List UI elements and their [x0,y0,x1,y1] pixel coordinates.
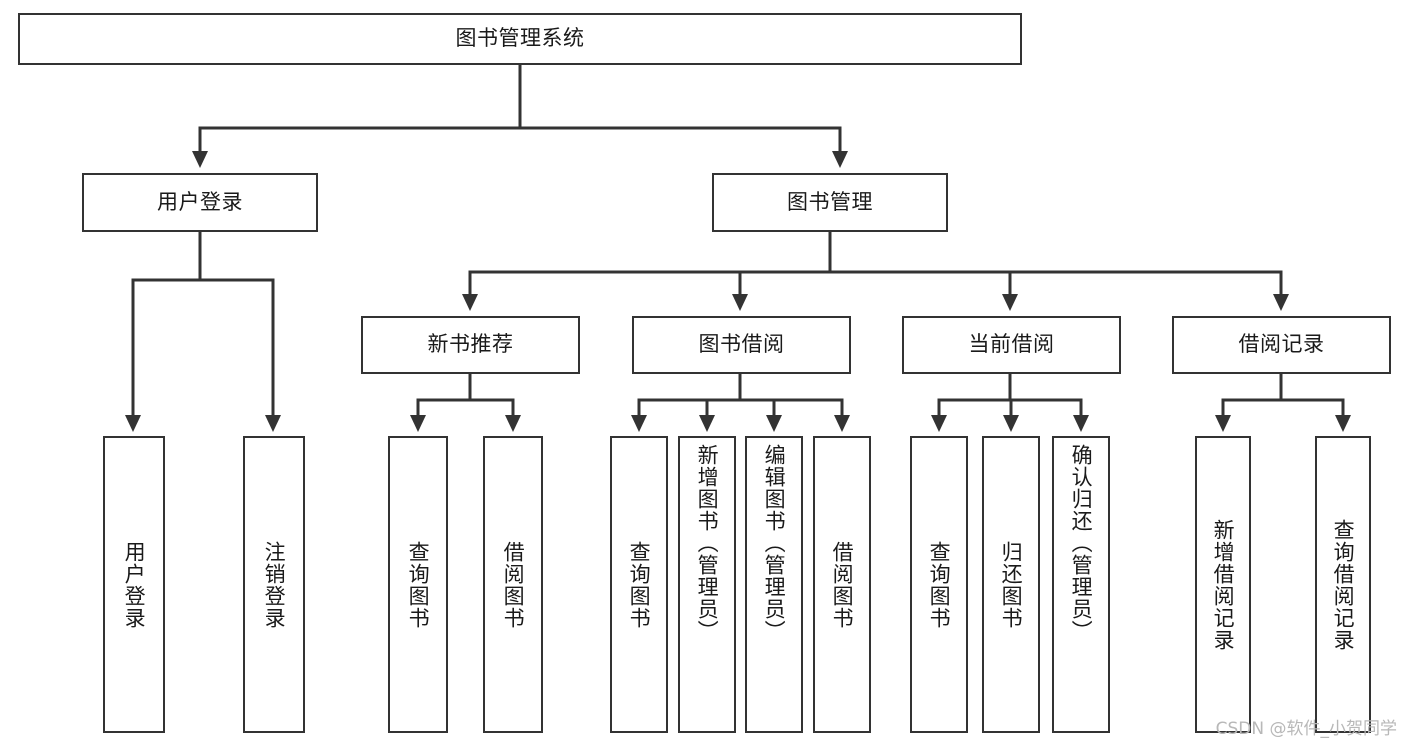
arrow-head-icon [1003,415,1019,432]
arrow-head-icon [832,151,848,168]
node-user-login[interactable]: 用户登录 [82,173,318,232]
node-current-borrow[interactable]: 当前借阅 [902,316,1121,374]
arrow-head-icon [410,415,426,432]
node-leaf-confirm-return[interactable]: 确认归还（管理员） [1052,436,1110,733]
node-leaf-edit-book[interactable]: 编辑图书（管理员） [745,436,803,733]
arrow-head-icon [699,415,715,432]
node-leaf-add-record[interactable]: 新增借阅记录 [1195,436,1251,733]
node-label: 新书推荐 [427,332,514,357]
node-label: 查询借阅记录 [1331,518,1356,651]
node-leaf-add-book[interactable]: 新增图书（管理员） [678,436,736,733]
node-leaf-borrow-book-1[interactable]: 借阅图书 [483,436,543,733]
node-root[interactable]: 图书管理系统 [18,13,1022,65]
node-label: 借阅图书 [501,540,526,629]
node-label: 归还图书 [999,540,1024,629]
node-label: 新增借阅记录 [1211,518,1236,651]
node-leaf-return-book[interactable]: 归还图书 [982,436,1040,733]
node-label: 确认归还（管理员） [1069,444,1094,642]
node-label: 编辑图书（管理员） [762,444,787,642]
node-book-manage[interactable]: 图书管理 [712,173,948,232]
node-book-borrow[interactable]: 图书借阅 [632,316,851,374]
arrow-head-icon [732,294,748,311]
arrow-head-icon [1073,415,1089,432]
node-label: 图书借阅 [698,332,785,357]
node-borrow-record[interactable]: 借阅记录 [1172,316,1391,374]
arrow-head-icon [462,294,478,311]
node-leaf-user-login[interactable]: 用户登录 [103,436,165,733]
node-label: 查询图书 [627,540,652,629]
arrow-head-icon [631,415,647,432]
node-label: 当前借阅 [968,332,1055,357]
node-leaf-query-book-3[interactable]: 查询图书 [910,436,968,733]
arrow-head-icon [1002,294,1018,311]
node-leaf-query-record[interactable]: 查询借阅记录 [1315,436,1371,733]
node-label: 图书管理系统 [455,26,585,51]
node-leaf-logout[interactable]: 注销登录 [243,436,305,733]
arrow-head-icon [931,415,947,432]
arrow-head-icon [1215,415,1231,432]
node-label: 注销登录 [262,540,287,629]
arrow-head-icon [766,415,782,432]
node-label: 查询图书 [927,540,952,629]
node-label: 借阅图书 [830,540,855,629]
node-label: 借阅记录 [1238,332,1325,357]
node-label: 用户登录 [157,189,243,214]
node-leaf-query-book-1[interactable]: 查询图书 [388,436,448,733]
arrow-head-icon [1273,294,1289,311]
arrow-head-icon [125,415,141,432]
arrow-head-icon [1335,415,1351,432]
node-label: 用户登录 [122,540,147,629]
node-label: 新增图书（管理员） [695,444,720,642]
arrow-head-icon [265,415,281,432]
arrow-head-icon [834,415,850,432]
node-leaf-borrow-book-2[interactable]: 借阅图书 [813,436,871,733]
arrow-head-icon [192,151,208,168]
node-new-book-recommend[interactable]: 新书推荐 [361,316,580,374]
node-label: 查询图书 [406,540,431,629]
node-leaf-query-book-2[interactable]: 查询图书 [610,436,668,733]
node-label: 图书管理 [787,189,873,214]
arrow-head-icon [505,415,521,432]
